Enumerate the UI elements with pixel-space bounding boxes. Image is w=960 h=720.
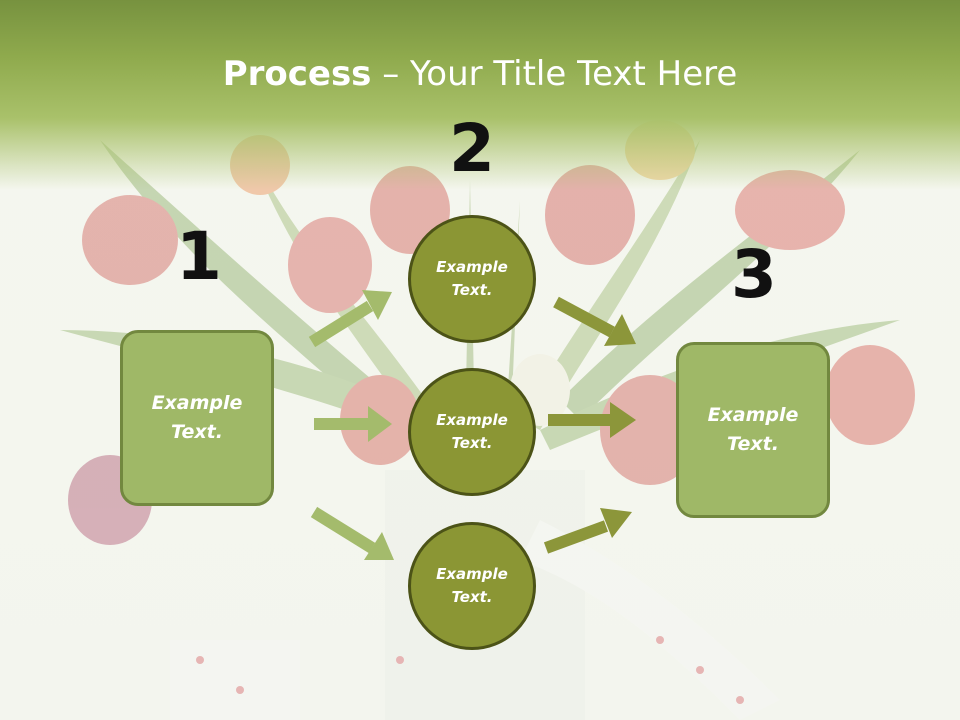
slide-title-rest: – Your Title Text Here [371, 54, 738, 94]
arrow-left-to-middle [314, 406, 392, 442]
arrow-left-to-top [308, 290, 392, 348]
process-circle-bottom: Example Text. [408, 522, 536, 650]
process-box-left: Example Text. [120, 330, 274, 506]
arrow-top-to-right [553, 296, 636, 346]
process-box-right: Example Text. [676, 342, 830, 518]
arrow-middle-to-right [548, 402, 636, 438]
process-circle-top: Example Text. [408, 215, 536, 343]
slide-title-bold: Process [222, 54, 372, 94]
step-number-1: 1 [176, 218, 222, 295]
step-number-3: 3 [731, 236, 777, 313]
process-circle-middle: Example Text. [408, 368, 536, 496]
header-band [0, 0, 960, 190]
arrow-bottom-to-right [543, 508, 632, 554]
step-number-2: 2 [449, 110, 495, 187]
slide-title: Process – Your Title Text Here [0, 52, 960, 96]
arrow-left-to-bottom [310, 506, 394, 560]
